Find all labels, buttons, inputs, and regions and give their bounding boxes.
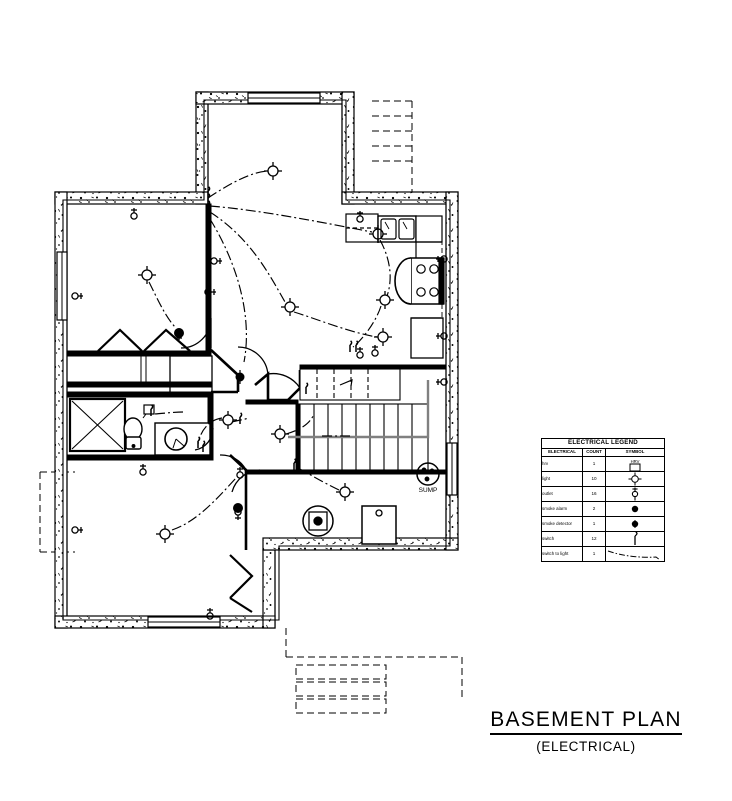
kitchen [345,213,445,359]
deck-projection-lower [285,628,463,714]
legend-item-name: light [541,471,583,487]
legend-item-count: 10 [582,471,606,487]
legend-item-name: switch [541,531,583,547]
smoke-alarm-icon [605,501,665,517]
windows [56,92,458,628]
legend-header-row: ELECTRICAL COUNT SYMBOL [541,448,665,457]
legend-row: smoke alarm 2 [541,501,665,517]
electrical-legend: ELECTRICAL LEGEND ELECTRICAL COUNT SYMBO… [541,438,665,562]
legend-item-count: 1 [582,456,606,472]
hrv-icon: HRV [605,456,665,472]
utility-equipment [302,462,440,545]
switch-to-light-icon [605,546,665,562]
legend-item-count: 16 [582,486,606,502]
page-title: BASEMENT PLAN [490,708,682,735]
interior-partitions [66,203,447,550]
legend-col-electrical: ELECTRICAL [541,448,583,457]
legend-row: hrv 1 HRV [541,456,665,472]
legend-row: switch to light 1 [541,546,665,562]
legend-item-count: 1 [582,546,606,562]
legend-item-name: hrv [541,456,583,472]
legend-item-count: 12 [582,531,606,547]
legend-item-count: 2 [582,501,606,517]
legend-table: ELECTRICAL LEGEND ELECTRICAL COUNT SYMBO… [541,438,665,562]
legend-row: switch 12 [541,531,665,547]
legend-item-name: outlet [541,486,583,502]
outlet-icon [605,486,665,502]
deck-projection-upper-right [372,100,413,200]
bathroom-fixtures [68,397,211,456]
legend-col-count: COUNT [582,448,606,457]
wall-inner-outline [62,99,451,621]
page-subtitle: (ELECTRICAL) [536,739,636,754]
smoke-alarm [233,503,243,513]
title-block: BASEMENT PLAN (ELECTRICAL) [486,708,686,754]
doors [97,317,301,613]
legend-item-count: 1 [582,516,606,532]
legend-item-name: switch to light [541,546,583,562]
smoke-detector-icon [605,516,665,532]
smoke-detector [235,370,245,384]
staircase [288,368,430,471]
svg-text:HRV: HRV [631,459,640,464]
legend-row: light 10 [541,471,665,487]
legend-col-symbol: SYMBOL [605,448,665,457]
light-fixture-icon [605,471,665,487]
switch-icon [605,531,665,547]
switch-wiring [148,170,391,531]
legend-item-name: smoke alarm [541,501,583,517]
legend-row: outlet 16 [541,486,665,502]
smoke-alarm [174,328,184,338]
legend-row: smoke detector 1 [541,516,665,532]
legend-title: ELECTRICAL LEGEND [541,438,665,449]
sump-pump-label: SUMP [419,487,438,494]
smoke-devices [174,328,245,513]
legend-item-name: smoke detector [541,516,583,532]
legend-title-row: ELECTRICAL LEGEND [541,438,665,449]
